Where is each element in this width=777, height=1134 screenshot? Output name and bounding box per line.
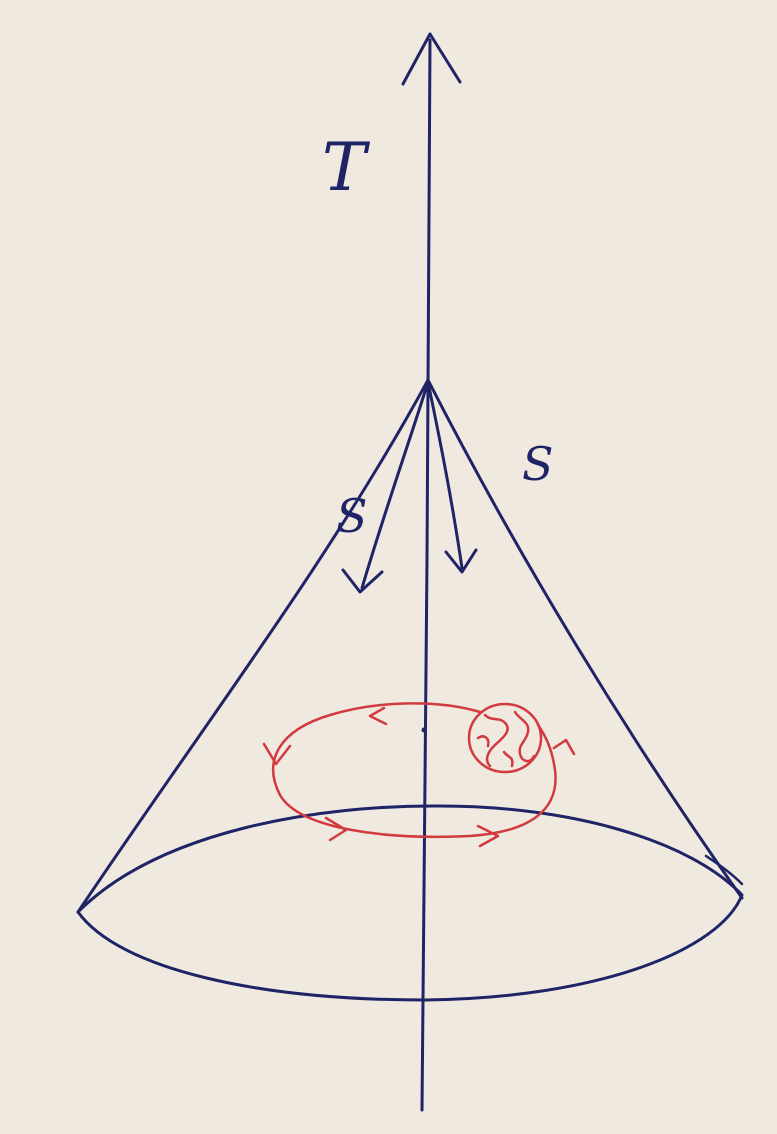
time-label: T bbox=[322, 129, 371, 206]
ray-label-right: S bbox=[522, 437, 554, 491]
ray-label-left: S bbox=[336, 489, 368, 543]
axis-dot bbox=[422, 728, 427, 733]
